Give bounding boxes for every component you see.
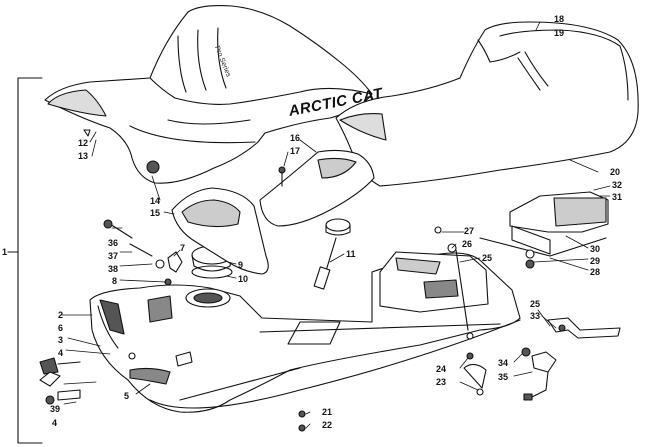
part-label-17: 17: [290, 146, 301, 156]
part-label-31: 31: [612, 192, 623, 202]
part-label-36: 36: [108, 238, 119, 248]
part-label-30: 30: [590, 244, 601, 254]
part-label-4a: 4: [58, 348, 64, 358]
part-label-7: 7: [180, 243, 186, 253]
rear-seat: [335, 21, 639, 187]
part-label-32: 32: [612, 180, 623, 190]
part-label-22: 22: [322, 420, 333, 430]
part-label-3: 3: [58, 335, 64, 345]
part-label-25b: 25: [530, 299, 541, 309]
part-label-16: 16: [290, 133, 301, 143]
small-hardware: [39, 166, 621, 432]
part-label-5: 5: [124, 391, 130, 401]
part-label-13: 13: [78, 151, 89, 161]
part-label-12: 12: [78, 138, 89, 148]
taillight-assembly: [479, 191, 609, 257]
part-label-14: 14: [150, 196, 161, 206]
part-label-33: 33: [530, 311, 541, 321]
part-label-18: 18: [554, 14, 565, 24]
part-label-37: 37: [108, 251, 119, 261]
part-label-2: 2: [58, 310, 64, 320]
part-label-6: 6: [58, 323, 64, 333]
part-label-26: 26: [462, 239, 473, 249]
part-label-39: 39: [50, 404, 61, 414]
part-label-20: 20: [610, 167, 621, 177]
assembly-bracket: [17, 77, 43, 444]
part-label-27: 27: [464, 226, 475, 236]
part-label-21: 21: [322, 407, 333, 417]
front-seat: [44, 5, 373, 184]
part-label-1: 1: [2, 247, 8, 257]
fuel-sender: [313, 218, 351, 290]
part-label-4b: 4: [52, 418, 58, 428]
part-label-34: 34: [498, 358, 509, 368]
seat-base-gas-tank: [89, 251, 521, 413]
part-label-24: 24: [436, 364, 447, 374]
console-cover: [259, 149, 375, 227]
part-label-8: 8: [112, 276, 118, 286]
part-label-35: 35: [498, 372, 509, 382]
part-label-10: 10: [238, 274, 249, 284]
part-label-11: 11: [346, 249, 356, 259]
part-label-23: 23: [436, 377, 447, 387]
part-label-28: 28: [590, 267, 601, 277]
part-label-38: 38: [108, 264, 119, 274]
part-label-29: 29: [590, 256, 601, 266]
part-label-19: 19: [554, 28, 565, 38]
part-label-15: 15: [150, 208, 161, 218]
leader-lines: [61, 21, 611, 429]
console-panel: [171, 187, 269, 275]
part-label-25a: 25: [482, 253, 493, 263]
part-label-9: 9: [238, 260, 244, 270]
